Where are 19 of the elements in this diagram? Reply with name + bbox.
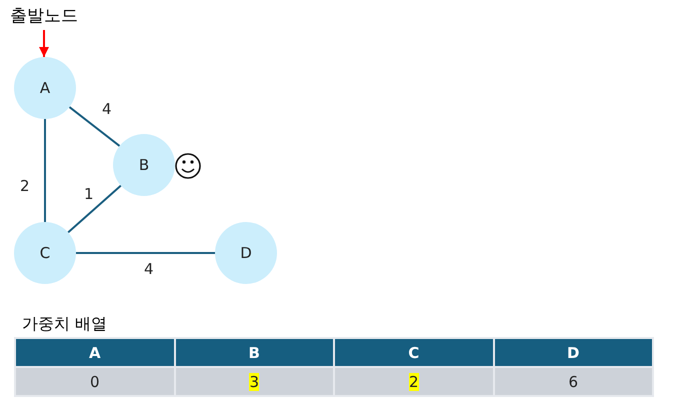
column-header: B: [174, 338, 334, 367]
highlighted-value: 2: [408, 372, 419, 390]
arrow: [39, 30, 49, 57]
column-header: A: [15, 338, 174, 367]
graph-node-circle: C: [14, 222, 76, 284]
start-node-label: 출발노드: [10, 4, 78, 28]
graph-node-circle: D: [215, 222, 277, 284]
graph-node-circle: B: [113, 134, 175, 196]
edge-line: [68, 106, 120, 147]
table-title: 가중치 배열: [22, 314, 108, 335]
edge-line: [76, 252, 215, 254]
edge-line: [68, 184, 122, 234]
column-header: D: [494, 338, 653, 367]
table-cell: 0: [15, 367, 174, 396]
edge-line: [44, 119, 46, 222]
column-header: C: [334, 338, 494, 367]
graph-node-circle: A: [14, 57, 76, 119]
table-cell: 6: [494, 367, 653, 396]
highlighted-value: 3: [249, 372, 260, 390]
